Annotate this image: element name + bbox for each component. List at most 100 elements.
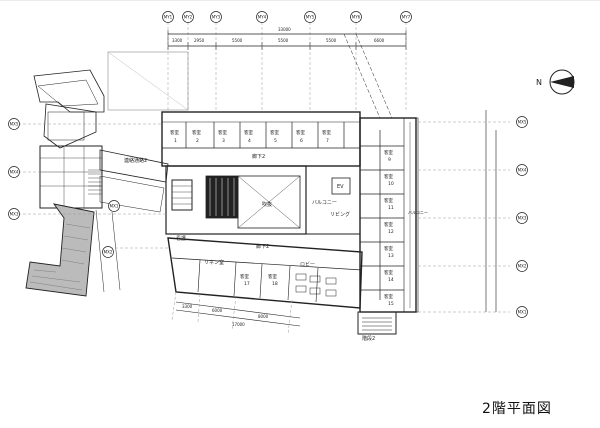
grid-axis-left-2: MX4	[8, 166, 20, 178]
north-label: N	[536, 78, 542, 87]
guest-room-number: 17	[244, 281, 250, 287]
label-terrace: 植栽テラス	[206, 169, 226, 175]
grid-axis-right-2: MX4	[516, 164, 528, 176]
guest-room-number: 9	[388, 157, 391, 163]
grid-axis-top-6: MY6	[350, 11, 362, 23]
label-atrium: 吹抜	[262, 201, 272, 208]
guest-room-label: 客室	[384, 221, 393, 228]
grid-axis-right-3: MX3	[516, 212, 528, 224]
grid-axis-left-4: MX2	[102, 246, 114, 258]
dim-b4: 17000	[232, 322, 245, 327]
label-lobby: ロビー	[300, 261, 315, 268]
svg-text:MX4: MX4	[518, 168, 527, 173]
grid-axis-top-1: MY1	[162, 11, 174, 23]
dim-b2: 6000	[212, 308, 223, 313]
guest-room-label: 客室	[322, 129, 331, 136]
label-balcony-right: バルコニー	[408, 210, 428, 215]
guest-room-number: 15	[388, 301, 394, 307]
grid-axis-left-5: MX1	[108, 200, 120, 212]
guest-room-label: 客室	[270, 129, 279, 136]
guest-room-label: 客室	[268, 273, 277, 280]
guest-room-label: 客室	[384, 245, 393, 252]
guest-room-number: 14	[388, 277, 394, 283]
label-balcony: バルコニー	[312, 200, 337, 206]
svg-text:MX3: MX3	[518, 216, 527, 221]
grid-axis-top-3: MY3	[210, 11, 222, 23]
guest-room-label: 客室	[218, 129, 227, 136]
grid-axis-right-1: MX5	[516, 116, 528, 128]
top-axis-markers: MY1 MY2 MY3 MY4 MY5 MY6 MY7	[162, 11, 412, 23]
label-corridor-mid: 廊下2	[256, 243, 269, 250]
label-linen: リネン室	[204, 259, 224, 266]
svg-text:MX4: MX4	[10, 170, 19, 175]
grid-axis-top-5: MY5	[304, 11, 316, 23]
label-ev: EV	[337, 184, 344, 190]
drawing-title: 2階平面図	[482, 401, 552, 417]
svg-text:MY1: MY1	[164, 15, 173, 20]
svg-text:MX2: MX2	[518, 264, 527, 269]
dim-3: 5500	[232, 38, 243, 43]
dim-5: 5500	[326, 38, 337, 43]
guest-room-label: 客室	[170, 129, 179, 136]
svg-text:MX5: MX5	[518, 120, 527, 125]
grid-axis-top-4: MY4	[256, 11, 268, 23]
guest-rooms-top: 客室 1 客室 2 客室 3 客室 4 客室 5 客室 6 客室 7	[170, 129, 331, 144]
guest-room-number: 5	[274, 138, 277, 144]
guest-room-number: 18	[272, 281, 278, 287]
svg-text:MX1: MX1	[518, 310, 527, 315]
guest-room-label: 客室	[244, 129, 253, 136]
north-arrow-icon: N	[536, 69, 575, 95]
grid-axis-top-7: MY7	[400, 11, 412, 23]
guest-room-number: 10	[388, 181, 394, 187]
label-living: リビング	[330, 211, 350, 218]
grid-axis-left-1: MX5	[8, 118, 20, 130]
dim-2: 2950	[194, 38, 205, 43]
guest-room-label: 客室	[384, 149, 393, 156]
guest-room-number: 11	[388, 205, 394, 211]
dim-b1: 3300	[182, 304, 193, 309]
guest-room-number: 3	[222, 138, 225, 144]
dim-4: 5500	[278, 38, 289, 43]
svg-text:MY6: MY6	[352, 15, 361, 20]
svg-text:MX5: MX5	[10, 122, 19, 127]
svg-text:MX2: MX2	[104, 250, 113, 255]
guest-room-label: 客室	[384, 269, 393, 276]
guest-room-label: 客室	[192, 129, 201, 136]
guest-room-label: 客室	[240, 273, 249, 280]
label-corridor-top: 廊下2	[252, 153, 265, 160]
guest-room-label: 客室	[384, 173, 393, 180]
label-bridge: 連絡通路2	[124, 157, 147, 164]
svg-text:MY4: MY4	[258, 15, 267, 20]
guest-room-number: 7	[326, 138, 329, 144]
dim-b3: 8000	[258, 314, 269, 319]
grid-axis-right-5: MX1	[516, 306, 528, 318]
svg-text:MY3: MY3	[212, 15, 221, 20]
guest-room-label: 客室	[384, 293, 393, 300]
svg-text:MY2: MY2	[184, 15, 193, 20]
grid-axis-left-3: MX3	[8, 208, 20, 220]
guest-room-number: 2	[196, 138, 199, 144]
guest-room-number: 12	[388, 229, 394, 235]
guest-room-number: 6	[300, 138, 303, 144]
grid-axis-top-2: MY2	[182, 11, 194, 23]
grid-axis-right-4: MX2	[516, 260, 528, 272]
dim-6: 6600	[374, 38, 385, 43]
svg-text:MY5: MY5	[306, 15, 315, 20]
svg-text:MY7: MY7	[402, 15, 411, 20]
label-nurse: 看護	[176, 235, 186, 242]
guest-room-label: 客室	[384, 197, 393, 204]
dim-total: 33000	[278, 27, 291, 32]
svg-text:MX1: MX1	[110, 204, 119, 209]
guest-room-number: 4	[248, 138, 251, 144]
top-grid-lines	[167, 22, 407, 112]
guest-room-number: 1	[174, 138, 177, 144]
label-stair: 階段2	[362, 335, 375, 342]
dim-1: 3300	[172, 38, 183, 43]
svg-text:MX3: MX3	[10, 212, 19, 217]
guest-room-label: 客室	[296, 129, 305, 136]
